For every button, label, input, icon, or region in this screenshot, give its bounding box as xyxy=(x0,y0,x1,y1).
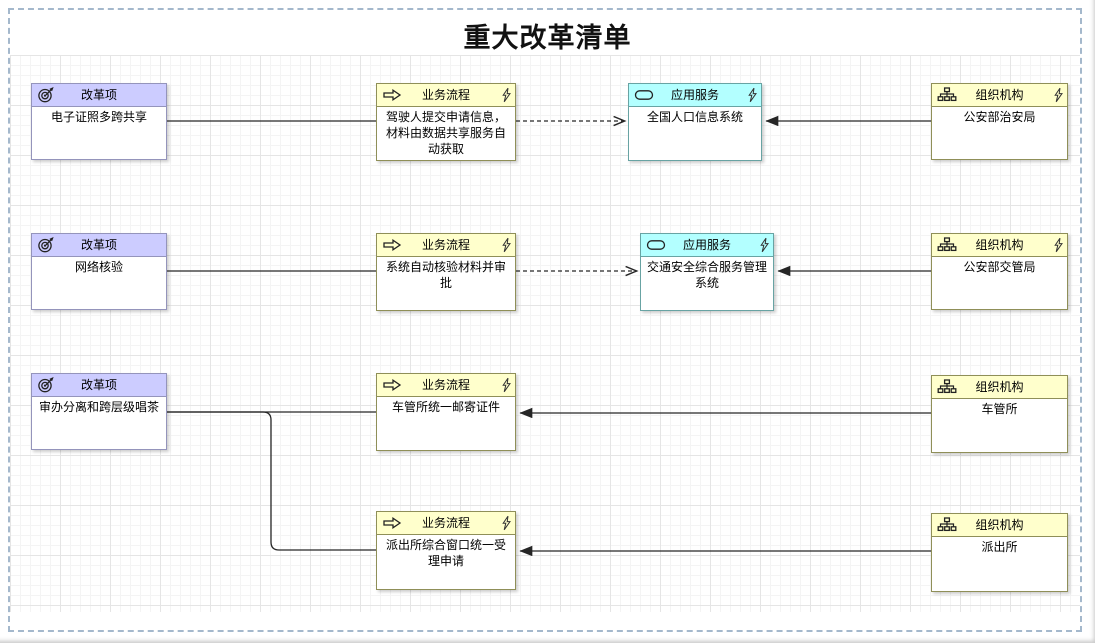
node-type-label: 业务流程 xyxy=(421,238,470,252)
node-type-label: 组织机构 xyxy=(975,380,1024,394)
edge-reform3-process4[interactable] xyxy=(167,411,376,551)
lightning-icon xyxy=(501,87,512,103)
node-label: 派出所 xyxy=(981,540,1018,554)
lightning-icon xyxy=(501,515,512,531)
node-header: 组织机构 xyxy=(932,84,1067,107)
node-label: 全国人口信息系统 xyxy=(646,110,743,124)
node-process-4[interactable]: 业务流程派出所综合窗口统一受理申请 xyxy=(376,511,516,590)
node-process-2[interactable]: 业务流程系统自动核验材料并审批 xyxy=(376,233,516,311)
node-type-label: 改革项 xyxy=(80,378,117,392)
node-org-2[interactable]: 组织机构公安部交管局 xyxy=(931,233,1068,310)
target-icon xyxy=(37,377,57,393)
node-header: 业务流程 xyxy=(377,84,515,107)
sitemap-icon xyxy=(937,517,957,533)
lightning-icon xyxy=(501,377,512,393)
node-reform-2[interactable]: 改革项网络核验 xyxy=(31,233,167,310)
node-header: 应用服务 xyxy=(641,234,773,257)
node-label: 车管所 xyxy=(981,402,1018,416)
node-label: 网络核验 xyxy=(74,260,123,274)
node-org-1[interactable]: 组织机构公安部治安局 xyxy=(931,83,1068,160)
node-header: 改革项 xyxy=(32,374,166,397)
node-header: 业务流程 xyxy=(377,512,515,535)
sitemap-icon xyxy=(937,87,957,103)
lightning-icon xyxy=(747,87,758,103)
node-type-label: 应用服务 xyxy=(682,238,731,252)
node-header: 组织机构 xyxy=(932,376,1067,399)
lightning-icon xyxy=(1053,237,1064,253)
node-org-3[interactable]: 组织机构车管所 xyxy=(931,375,1068,453)
node-type-label: 应用服务 xyxy=(670,88,719,102)
lightning-icon xyxy=(1053,87,1064,103)
node-type-label: 业务流程 xyxy=(421,516,470,530)
node-type-label: 改革项 xyxy=(80,238,117,252)
canvas-dashed-border xyxy=(8,8,1082,632)
node-label: 公安部治安局 xyxy=(963,110,1036,124)
node-label: 驾驶人提交申请信息，材料由数据共享服务自动获取 xyxy=(385,110,506,156)
node-type-label: 组织机构 xyxy=(975,518,1024,532)
node-label: 车管所统一邮寄证件 xyxy=(391,400,500,414)
lightning-icon xyxy=(501,237,512,253)
node-header: 改革项 xyxy=(32,234,166,257)
sitemap-icon xyxy=(937,379,957,395)
node-header: 业务流程 xyxy=(377,234,515,257)
block-arrow-icon xyxy=(382,377,402,393)
target-icon xyxy=(37,87,57,103)
node-label: 交通安全综合服务管理系统 xyxy=(646,260,767,290)
node-reform-1[interactable]: 改革项电子证照多跨共享 xyxy=(31,83,167,160)
node-org-4[interactable]: 组织机构派出所 xyxy=(931,513,1068,592)
node-service-2[interactable]: 应用服务交通安全综合服务管理系统 xyxy=(640,233,774,311)
target-icon xyxy=(37,237,57,253)
node-header: 组织机构 xyxy=(932,514,1067,537)
node-label: 系统自动核验材料并审批 xyxy=(385,260,506,290)
node-service-1[interactable]: 应用服务全国人口信息系统 xyxy=(628,83,762,161)
node-label: 审办分离和跨层级唱茶 xyxy=(38,400,159,414)
node-label: 电子证照多跨共享 xyxy=(50,110,147,124)
canvas-grid xyxy=(10,55,1080,612)
node-header: 改革项 xyxy=(32,84,166,107)
block-arrow-icon xyxy=(382,515,402,531)
block-arrow-icon xyxy=(382,87,402,103)
stadium-icon xyxy=(646,237,666,253)
node-type-label: 组织机构 xyxy=(975,88,1024,102)
node-label: 派出所综合窗口统一受理申请 xyxy=(385,538,506,568)
node-type-label: 业务流程 xyxy=(421,88,470,102)
node-type-label: 改革项 xyxy=(80,88,117,102)
node-type-label: 组织机构 xyxy=(975,238,1024,252)
node-reform-3[interactable]: 改革项审办分离和跨层级唱茶 xyxy=(31,373,167,450)
stadium-icon xyxy=(634,87,654,103)
sitemap-icon xyxy=(937,237,957,253)
block-arrow-icon xyxy=(382,237,402,253)
node-label: 公安部交管局 xyxy=(963,260,1036,274)
node-header: 应用服务 xyxy=(629,84,761,107)
diagram-title: 重大改革清单 xyxy=(463,23,632,53)
node-process-1[interactable]: 业务流程驾驶人提交申请信息，材料由数据共享服务自动获取 xyxy=(376,83,516,161)
lightning-icon xyxy=(759,237,770,253)
node-process-3[interactable]: 业务流程车管所统一邮寄证件 xyxy=(376,373,516,451)
node-type-label: 业务流程 xyxy=(421,378,470,392)
node-header: 组织机构 xyxy=(932,234,1067,257)
node-header: 业务流程 xyxy=(377,374,515,397)
